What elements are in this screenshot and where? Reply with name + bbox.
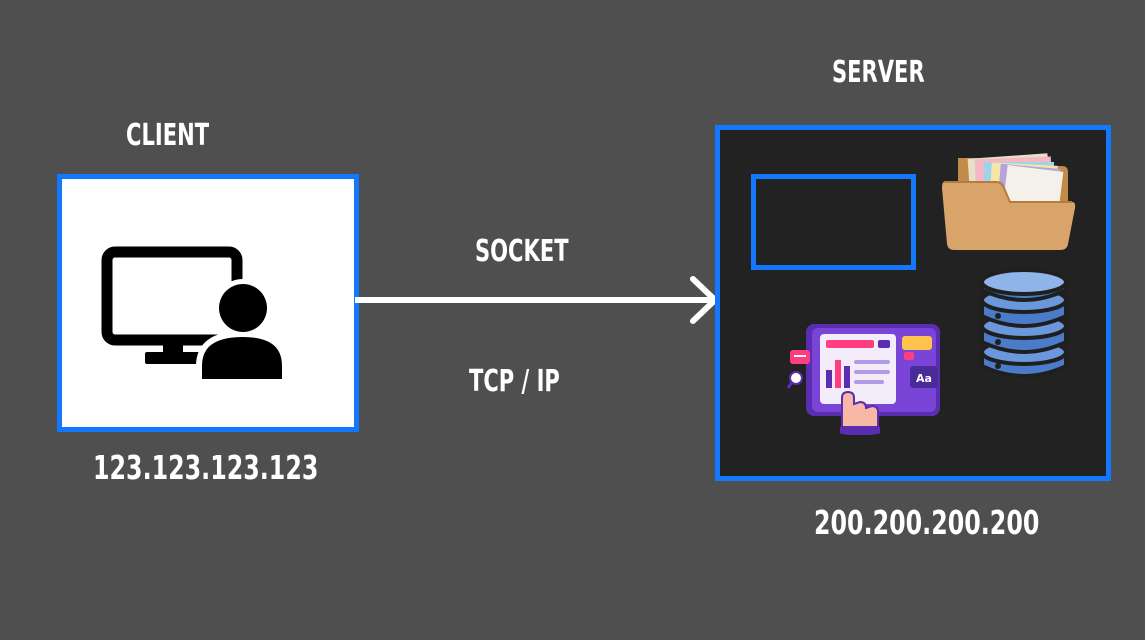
folder-files-icon bbox=[942, 153, 1076, 250]
svg-text:Aa: Aa bbox=[916, 372, 932, 385]
server-title: SERVER bbox=[832, 55, 925, 90]
connection-arrow bbox=[355, 276, 718, 324]
client-title: CLIENT bbox=[126, 118, 210, 153]
web-app-icon: Aa bbox=[786, 324, 940, 435]
server-inner-box bbox=[751, 174, 916, 270]
database-icon bbox=[980, 268, 1068, 378]
computer-user-icon bbox=[101, 246, 288, 385]
tcp-ip-label: TCP / IP bbox=[469, 364, 560, 399]
socket-label: SOCKET bbox=[475, 234, 569, 269]
server-ip-address: 200.200.200.200 bbox=[814, 503, 1040, 542]
client-ip-address: 123.123.123.123 bbox=[93, 448, 319, 487]
